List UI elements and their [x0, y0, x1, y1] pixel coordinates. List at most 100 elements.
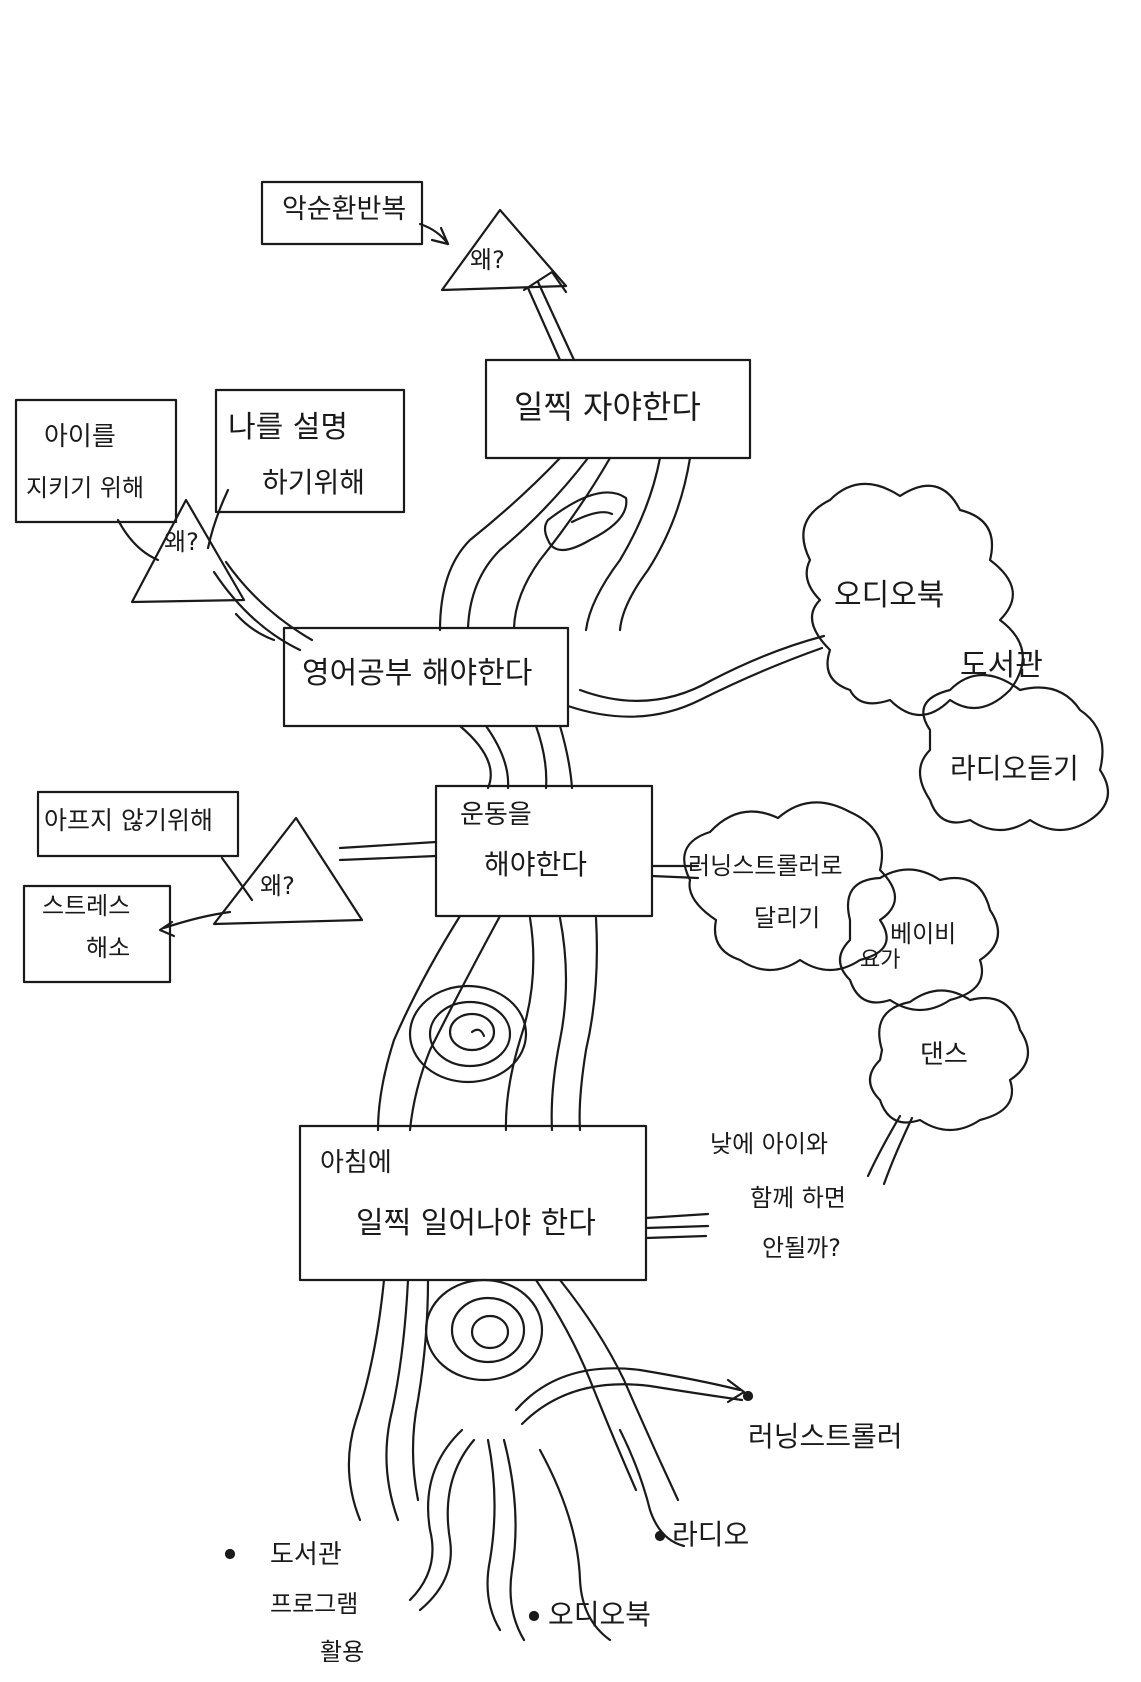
baby-yoga-cloud: [838, 868, 1000, 1011]
lower-trunk-line-5: [578, 916, 598, 1132]
upper-trunk-knot: [543, 491, 628, 552]
exercise-label-1: 운동을: [460, 800, 532, 830]
lower-trunk-knot-outer: [408, 984, 528, 1084]
lower-trunk-knot-inner: [448, 1012, 496, 1052]
protect-child-label-2: 지키기 위해: [26, 474, 145, 502]
root-to-stroller-head: [726, 1378, 746, 1404]
root-to-audiobook-line-1: [486, 1438, 502, 1632]
arrow-head-sleep-to-why: [522, 270, 568, 294]
running-cloud-label-2: 달리기: [754, 904, 821, 932]
mid-trunk-line-4: [558, 724, 574, 790]
protect-child-connector: [116, 518, 160, 562]
study-english-box: [282, 626, 570, 728]
protect-child-label-1: 아이를: [44, 422, 116, 452]
stress-connector-head: [158, 920, 176, 938]
not-get-sick-box: [36, 790, 240, 858]
daytime-note-line-3: 안될까?: [762, 1234, 841, 1262]
english-to-cloud-line: [566, 646, 824, 718]
library-bullet-dot: [224, 1548, 236, 1560]
lower-trunk-knot-middle: [428, 1000, 512, 1068]
running-cloud-label-1: 러닝스트롤러로: [688, 852, 843, 880]
lower-trunk-knot-swirl: [470, 1028, 486, 1038]
stress-connector: [162, 910, 232, 930]
library-root-label-1: 도서관: [270, 1540, 342, 1570]
root-to-audiobook-line-3: [538, 1448, 612, 1642]
wake-early-label-1: 아침에: [320, 1148, 392, 1178]
audiobook-root-label: 오디오북: [548, 1598, 652, 1631]
radio-root-label: 라디오: [672, 1518, 750, 1551]
explain-me-label-2: 하기위해: [262, 466, 366, 499]
stress-relief-label-2: 해소: [86, 934, 131, 962]
not-sick-connector: [220, 856, 254, 902]
root-to-audiobook-line-2: [502, 1438, 526, 1642]
morning-to-note-line-3: [644, 1234, 708, 1240]
dance-cloud: [868, 989, 1030, 1131]
root-line-5: [558, 1278, 680, 1502]
english-to-why-line-3: [234, 612, 276, 642]
upper-trunk-line-1: [438, 456, 562, 632]
explain-me-box: [214, 388, 406, 514]
vicious-cycle-box: [260, 180, 424, 246]
exercise-why-label: 왜?: [260, 872, 295, 900]
dance-label: 댄스: [920, 1040, 968, 1070]
root-knot-middle: [450, 1296, 526, 1364]
explain-me-connector: [206, 488, 230, 550]
wake-early-label-2: 일찍 일어나야 한다: [356, 1206, 596, 1241]
arrow-to-vicious-cycle-head: [430, 226, 450, 246]
stroller-bullet-dot: [742, 1390, 754, 1402]
audiobook-cloud-label: 오디오북: [834, 578, 945, 613]
running-stroller-root-label: 러닝스트롤러: [748, 1420, 903, 1453]
lower-trunk-line-1: [376, 914, 462, 1132]
study-english-label: 영어공부 해야한다: [302, 656, 533, 691]
audiobook-library-cloud: [802, 482, 1024, 716]
library-root-label-3: 활용: [320, 1638, 365, 1666]
sleep-early-label: 일찍 자야한다: [514, 388, 701, 426]
upper-trunk-knot-inner: [570, 511, 614, 524]
top-why-label: 왜?: [470, 246, 505, 274]
library-cloud-label: 도서관: [960, 648, 1043, 683]
daytime-note-line-2: 함께 하면: [750, 1184, 846, 1212]
explain-me-label-1: 나를 설명: [228, 410, 348, 445]
library-root-label-2: 프로그램: [270, 1590, 359, 1618]
sleep-early-box: [484, 358, 752, 460]
dance-to-note-line-2: [882, 1116, 914, 1186]
exercise-to-why-line-2: [338, 854, 438, 862]
root-line-2: [385, 1278, 410, 1522]
baby-yoga-label-1: 베이비: [890, 920, 957, 948]
radio-bullet-dot: [654, 1530, 666, 1542]
top-why-triangle: [440, 208, 568, 292]
arrow-line-sleep-to-why: [526, 286, 562, 362]
upper-trunk-line-4: [584, 456, 662, 632]
english-why-label: 왜?: [164, 528, 199, 556]
root-to-library-line-2: [418, 1438, 476, 1612]
arrow-line-sleep-to-why-2: [536, 280, 576, 362]
english-to-why-line-1: [224, 560, 314, 642]
running-cloud: [683, 801, 896, 971]
lower-trunk-line-2: [408, 914, 502, 1132]
root-to-stroller-line-2: [520, 1383, 744, 1426]
root-to-library-line-1: [408, 1428, 464, 1602]
stress-relief-label-1: 스트레스: [42, 892, 131, 920]
mid-trunk-line-2: [484, 724, 510, 790]
upper-trunk-line-2: [466, 456, 590, 630]
root-to-radio-line: [618, 1428, 686, 1548]
root-line-1: [347, 1278, 386, 1522]
root-line-3: [411, 1278, 430, 1502]
mid-trunk-line-1: [458, 724, 492, 790]
protect-child-box: [14, 398, 178, 524]
morning-to-note-line-2: [644, 1224, 710, 1230]
exercise-why-triangle: [212, 816, 364, 926]
not-get-sick-label: 아프지 않기위해: [44, 806, 213, 835]
exercise-to-cloud-line-2: [650, 874, 700, 880]
baby-yoga-label-2: 요가: [860, 948, 901, 973]
root-knot-outer: [424, 1278, 544, 1382]
exercise-box: [434, 784, 654, 918]
daytime-note-line-1: 낮에 아이와: [710, 1130, 829, 1158]
morning-to-note-line-1: [644, 1212, 710, 1220]
exercise-label-2: 해야한다: [484, 848, 588, 881]
exercise-to-why-line-1: [338, 840, 438, 850]
radio-cloud: [918, 673, 1110, 831]
english-to-cloud-line-2: [578, 634, 826, 703]
